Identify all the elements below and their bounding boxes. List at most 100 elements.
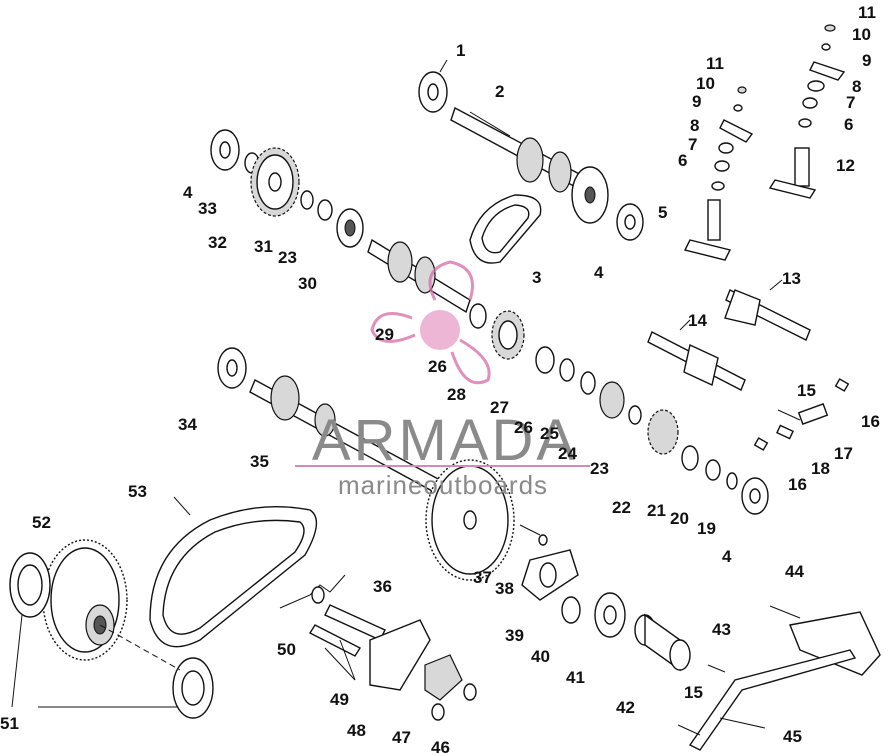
callout-35: 35 bbox=[250, 452, 269, 471]
callout-27: 27 bbox=[490, 398, 509, 417]
callout-1: 1 bbox=[456, 41, 465, 60]
callout-50: 50 bbox=[277, 640, 296, 659]
part-11-nut-right bbox=[824, 24, 836, 32]
callout-11-left: 11 bbox=[706, 54, 724, 73]
callout-23-lower: 23 bbox=[590, 459, 609, 478]
callout-41: 41 bbox=[566, 668, 585, 687]
part-3-belt bbox=[469, 194, 542, 264]
callout-6-left: 6 bbox=[678, 151, 687, 170]
left-gear-group bbox=[210, 129, 364, 248]
part-14-shift-rod bbox=[647, 331, 746, 391]
callout-18: 18 bbox=[811, 459, 830, 478]
part-38-washer bbox=[538, 534, 548, 546]
part-4-bearing-lower bbox=[741, 477, 769, 515]
part-8-ring-left bbox=[718, 142, 734, 154]
part-6-washer-left bbox=[711, 181, 725, 191]
callout-2: 2 bbox=[495, 82, 504, 101]
part-10-washer-left bbox=[733, 104, 743, 112]
callout-16-left: 16 bbox=[788, 475, 807, 494]
callout-22: 22 bbox=[612, 498, 631, 517]
watermark-brand: ARMADA bbox=[312, 408, 578, 473]
callout-42: 42 bbox=[616, 698, 635, 717]
part-8-ring-right bbox=[807, 80, 825, 92]
part-16-pin-left bbox=[753, 437, 769, 451]
callout-14: 14 bbox=[688, 311, 707, 330]
callout-49: 49 bbox=[330, 690, 349, 709]
callout-45: 45 bbox=[783, 727, 802, 746]
small-pins bbox=[753, 378, 850, 451]
callout-19: 19 bbox=[697, 519, 716, 538]
callout-4-upper-left: 4 bbox=[183, 183, 193, 202]
part-17-plate bbox=[797, 403, 829, 425]
part-46-nut-left bbox=[431, 703, 445, 721]
part-25-ring bbox=[580, 371, 596, 395]
callout-20: 20 bbox=[670, 509, 689, 528]
callout-40: 40 bbox=[531, 647, 550, 666]
callout-32: 32 bbox=[208, 233, 227, 252]
callout-6-right: 6 bbox=[844, 115, 853, 134]
part-44-plate bbox=[789, 611, 881, 676]
part-22-gear bbox=[647, 409, 679, 455]
part-12-shift-arm bbox=[768, 147, 817, 199]
part-49-pin-lower bbox=[309, 624, 361, 657]
part-11-nut-left bbox=[737, 86, 747, 94]
part-6-washer-right bbox=[798, 118, 812, 128]
part-26-ring bbox=[559, 358, 575, 382]
part-4-bearing-left bbox=[210, 129, 240, 171]
callout-4-lower: 4 bbox=[722, 547, 732, 566]
callout-44: 44 bbox=[785, 562, 804, 581]
part-5-shift-arm bbox=[683, 199, 732, 261]
part-51-washer-right bbox=[172, 657, 214, 719]
watermark-tagline: marineoutboards bbox=[338, 470, 548, 500]
part-28-gear bbox=[491, 310, 525, 360]
callout-10-right: 10 bbox=[852, 25, 871, 44]
callout-9-right: 9 bbox=[862, 51, 871, 70]
callout-29: 29 bbox=[375, 325, 394, 344]
callout-43: 43 bbox=[712, 620, 731, 639]
part-52-gear bbox=[42, 539, 128, 661]
callout-26-upper: 26 bbox=[428, 357, 447, 376]
part-15-pin bbox=[777, 409, 801, 421]
part-30-bearing bbox=[336, 208, 364, 248]
right-lever bbox=[677, 605, 881, 751]
lower-linkage bbox=[279, 574, 477, 721]
callout-37: 37 bbox=[473, 568, 492, 587]
part-19-ring bbox=[726, 472, 738, 490]
callout-48: 48 bbox=[347, 721, 366, 740]
callout-labels: 1 2 3 4 4 34 4 5 6 6 7 7 8 8 9 9 10 10 1… bbox=[0, 3, 880, 756]
part-53-belt bbox=[149, 505, 318, 648]
callout-31: 31 bbox=[254, 237, 273, 256]
callout-38: 38 bbox=[495, 579, 514, 598]
part-15-bolt-lower bbox=[677, 724, 701, 736]
part-13-shift-rod bbox=[724, 289, 811, 341]
part-20-washer bbox=[705, 459, 721, 481]
part-9-lever-right bbox=[809, 61, 846, 81]
callout-46: 46 bbox=[431, 738, 450, 756]
callout-28: 28 bbox=[447, 385, 466, 404]
callout-36: 36 bbox=[373, 577, 392, 596]
part-26-ring-upper bbox=[469, 303, 487, 329]
callout-24: 24 bbox=[558, 444, 577, 463]
callout-15-upper: 15 bbox=[797, 381, 816, 400]
part-27-bushing bbox=[535, 346, 555, 374]
part-46-nut-right bbox=[463, 683, 477, 701]
part-41-bearing-inner bbox=[603, 605, 617, 625]
lower-center-parts bbox=[519, 524, 691, 672]
part-23-ring bbox=[628, 405, 642, 425]
callout-11-right: 11 bbox=[858, 3, 876, 22]
part-51-washer-left bbox=[9, 552, 51, 618]
callout-25: 25 bbox=[540, 424, 559, 443]
callout-8-left: 8 bbox=[690, 116, 699, 135]
part-2-shaft bbox=[450, 106, 609, 224]
callout-4-upper-right: 4 bbox=[594, 263, 604, 282]
part-32-gear bbox=[250, 147, 300, 217]
callout-21: 21 bbox=[647, 501, 666, 520]
part-10-washer-right bbox=[821, 43, 831, 51]
callout-13: 13 bbox=[782, 269, 801, 288]
part-44-bolt bbox=[769, 605, 801, 619]
callout-9-left: 9 bbox=[692, 92, 701, 111]
part-21-spacer bbox=[681, 445, 699, 471]
part-43-bolt bbox=[707, 664, 726, 673]
part-18-pin bbox=[776, 424, 794, 440]
